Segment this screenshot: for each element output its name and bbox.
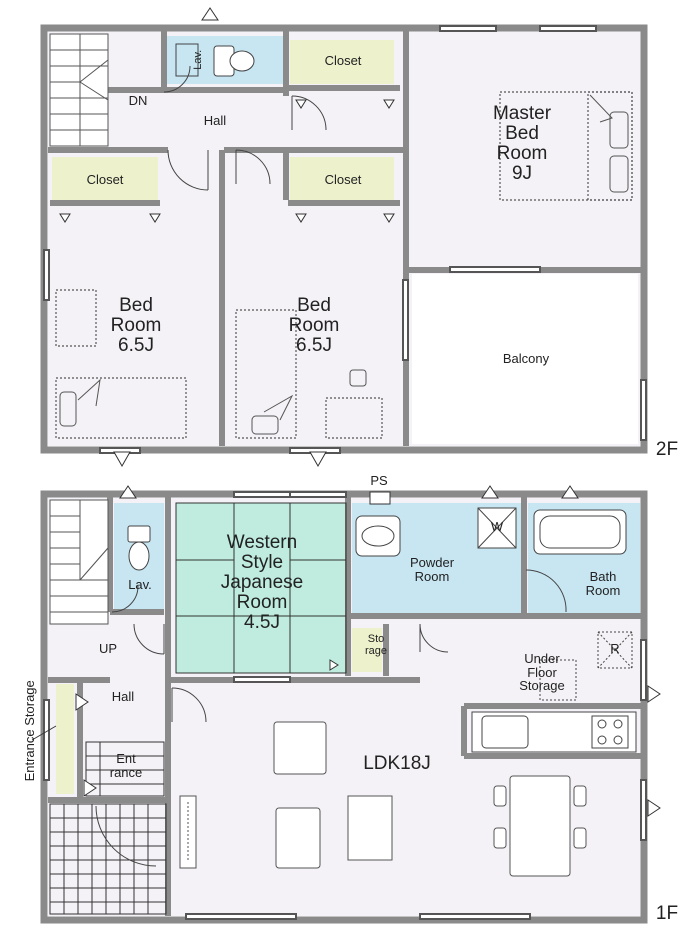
powder-room-label: Powder Room bbox=[409, 555, 455, 584]
balcony-label: Balcony bbox=[502, 351, 550, 366]
hall-2f-label: Hall bbox=[203, 113, 227, 128]
washer-w-label: W bbox=[490, 519, 504, 534]
master-bedroom-label: Master Bed Room 9J bbox=[492, 103, 552, 184]
hall-1f-label: Hall bbox=[111, 689, 135, 704]
bedroom-right-label: Bed Room 6.5J bbox=[288, 295, 340, 356]
up-label: UP bbox=[98, 641, 118, 656]
stairs-2f bbox=[49, 33, 109, 147]
entrance-label: Ent rance bbox=[109, 751, 143, 780]
stairs-1f bbox=[49, 499, 109, 625]
bedroom-left-label: Bed Room 6.5J bbox=[110, 295, 162, 356]
tatami-mats bbox=[175, 502, 347, 674]
balcony-fill bbox=[412, 274, 638, 444]
bed-left bbox=[55, 377, 187, 439]
second-floor bbox=[40, 7, 648, 468]
western-japanese-room-label: Western Style Japanese Room 4.5J bbox=[220, 532, 304, 633]
closet-mid-fill bbox=[290, 157, 394, 201]
toilet-2f bbox=[175, 43, 255, 77]
first-floor bbox=[31, 485, 661, 924]
lav-1f-label: Lav. bbox=[128, 577, 152, 592]
living-furniture bbox=[179, 721, 393, 869]
closet-top-label: Closet bbox=[324, 53, 362, 68]
entrance-tiles bbox=[49, 741, 167, 915]
entrance-storage-label: Entrance Storage bbox=[22, 680, 38, 782]
closet-top-fill bbox=[290, 40, 394, 84]
closet-left-fill bbox=[52, 157, 158, 201]
storage-label: Sto rage bbox=[364, 633, 388, 657]
ps-label: PS bbox=[370, 473, 388, 488]
closet-mid-label: Closet bbox=[324, 172, 362, 187]
dn-label: DN bbox=[128, 93, 148, 108]
floor-2f-label: 2F bbox=[655, 439, 679, 460]
storage-fill bbox=[352, 628, 382, 672]
toilet-1f bbox=[127, 525, 151, 571]
refrigerator-r-label: R bbox=[610, 641, 620, 656]
kitchen-counter bbox=[471, 711, 637, 753]
lav-2f-label: Lav. bbox=[192, 49, 205, 70]
ldk-label: LDK18J bbox=[363, 753, 431, 774]
floor-1f-label: 1F bbox=[655, 903, 679, 924]
closet-left-label: Closet bbox=[86, 172, 124, 187]
bath-room-label: Bath Room bbox=[585, 569, 621, 598]
entrance-storage-fill bbox=[56, 684, 74, 794]
dining-set bbox=[493, 775, 587, 877]
tatami-room-fill bbox=[176, 503, 346, 673]
bed-right bbox=[235, 309, 297, 439]
under-floor-storage-label: Under Floor Storage bbox=[519, 651, 565, 694]
